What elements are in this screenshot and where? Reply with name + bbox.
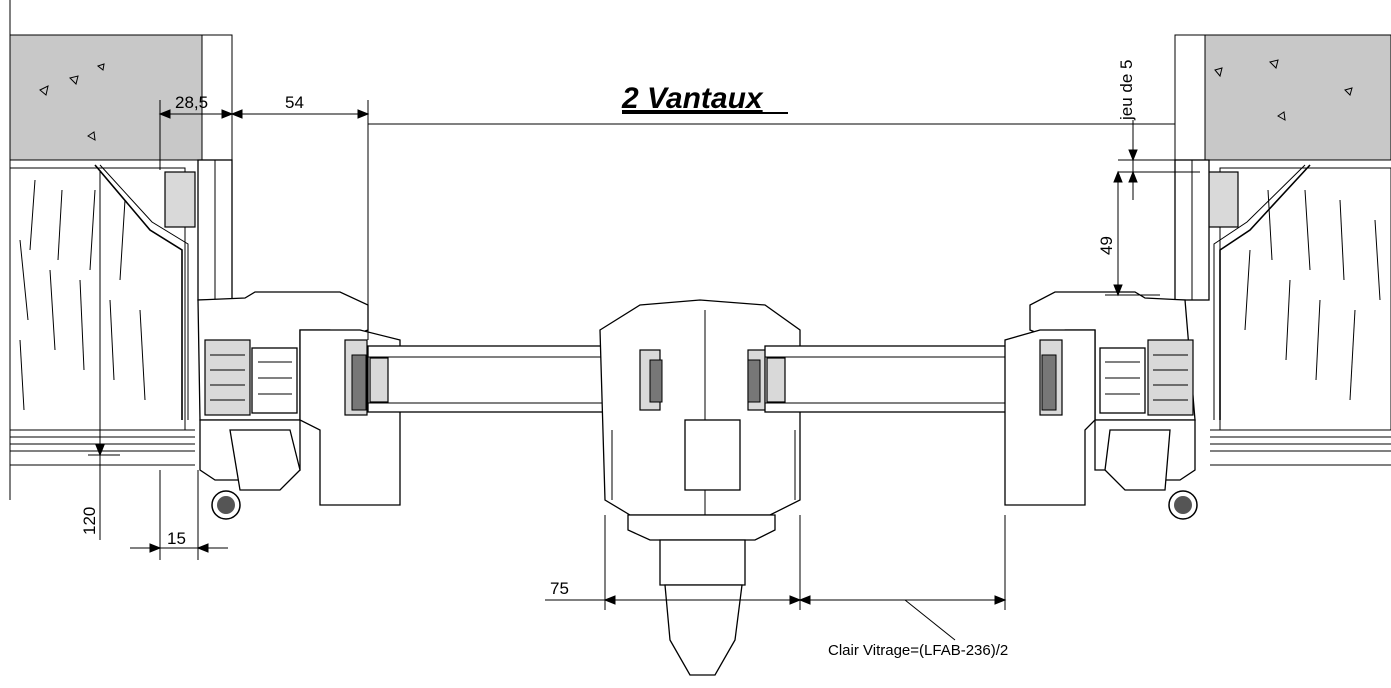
right-plaster-strip [1174,34,1206,161]
left-insulation [9,167,186,431]
left-glazing [367,345,644,413]
right-masonry-block [1204,34,1391,161]
right-glazing [764,345,1041,413]
clair-vitrage-annotation: Clair Vitrage=(LFAB-236)/2 [828,642,1008,659]
drawing-title: 2 Vantaux [621,82,764,115]
right-wall [1174,34,1391,466]
left-frame-profile [197,291,401,520]
dimension-75: 75 [550,579,569,598]
dimension-lines [88,100,1200,641]
dimension-120: 120 [80,507,99,535]
center-mullion [599,299,801,676]
dimension-54: 54 [285,93,304,112]
dimension-15: 15 [167,529,186,548]
right-frame-profile [1004,291,1198,520]
dimension-49: 49 [1097,236,1116,255]
right-insulation [1219,167,1391,431]
left-plaster-strip [201,34,233,161]
left-wall [9,0,233,500]
dimension-jeu-de-5: jeu de 5 [1117,60,1136,122]
dimension-28-5: 28,5 [175,93,208,112]
left-masonry-block [9,34,203,161]
